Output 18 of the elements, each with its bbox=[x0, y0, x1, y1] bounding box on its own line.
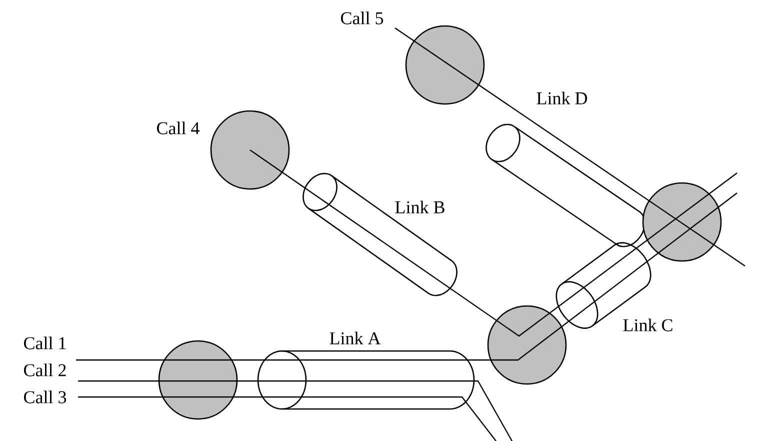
link-label: Link A bbox=[330, 332, 381, 344]
call-label: Call 4 bbox=[157, 122, 200, 134]
call-line bbox=[394, 28, 746, 266]
call-line bbox=[78, 396, 496, 441]
link-label: Link D bbox=[536, 92, 588, 104]
call-line bbox=[78, 380, 513, 441]
call-label: Call 2 bbox=[24, 364, 66, 376]
link-label: Link B bbox=[395, 200, 444, 214]
switch-circle bbox=[405, 25, 485, 105]
link-label: Link C bbox=[623, 318, 672, 332]
call-line bbox=[76, 192, 738, 361]
call-line bbox=[250, 150, 738, 337]
switch-circle bbox=[487, 305, 567, 385]
switch-circle bbox=[642, 182, 722, 262]
call-label: Call 5 bbox=[341, 12, 384, 24]
call-label: Call 1 bbox=[24, 336, 66, 350]
switch-circle bbox=[158, 340, 238, 420]
call-label: Call 3 bbox=[24, 390, 66, 404]
